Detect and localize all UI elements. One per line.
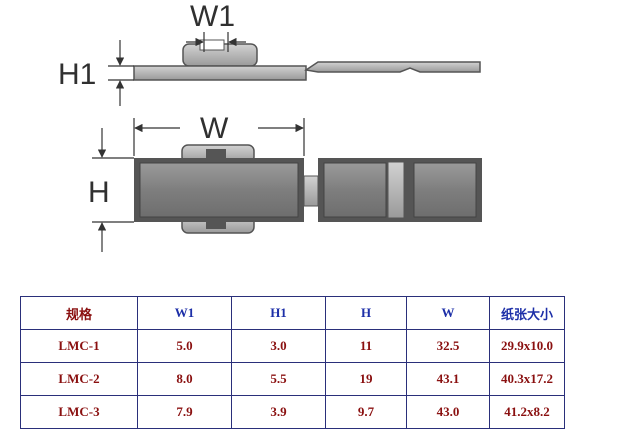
w1-dimension: W1	[186, 0, 246, 52]
w-label: W	[200, 112, 229, 145]
cell-h: 9.7	[325, 395, 407, 429]
cell-w: 32.5	[406, 329, 490, 363]
h-label: H	[88, 176, 110, 209]
table-header-row: 规格 W1 H1 H W 纸张大小	[20, 296, 565, 330]
cell-model: LMC-2	[20, 362, 138, 396]
h1-dimension: H1	[58, 40, 134, 106]
cell-model: LMC-3	[20, 395, 138, 429]
header-w1: W1	[137, 296, 232, 330]
header-h: H	[325, 296, 407, 330]
table-row: LMC-3 7.9 3.9 9.7 43.0 41.2x8.2	[20, 395, 565, 429]
cell-model: LMC-1	[20, 329, 138, 363]
cell-h1: 3.0	[231, 329, 326, 363]
header-h1: H1	[231, 296, 326, 330]
header-w: W	[406, 296, 490, 330]
w1-label: W1	[190, 0, 235, 33]
cell-w1: 5.0	[137, 329, 232, 363]
cell-h: 11	[325, 329, 407, 363]
cell-w: 43.0	[406, 395, 490, 429]
cell-w1: 7.9	[137, 395, 232, 429]
side-view	[133, 39, 481, 81]
dimension-drawing: W1 H1 W	[58, 0, 482, 252]
top-view	[134, 144, 482, 234]
cell-h1: 5.5	[231, 362, 326, 396]
cell-h1: 3.9	[231, 395, 326, 429]
table-row: LMC-1 5.0 3.0 11 32.5 29.9x10.0	[20, 329, 565, 363]
cell-w1: 8.0	[137, 362, 232, 396]
cell-paper-size: 29.9x10.0	[489, 329, 565, 363]
cell-paper-size: 41.2x8.2	[489, 395, 565, 429]
w-dimension: W	[133, 112, 305, 156]
h-dimension: H	[88, 128, 134, 252]
table-row: LMC-2 8.0 5.5 19 43.1 40.3x17.2	[20, 362, 565, 396]
header-paper-size: 纸张大小	[489, 296, 565, 330]
cell-w: 43.1	[406, 362, 490, 396]
header-spec: 规格	[20, 296, 138, 330]
spec-table: 规格 W1 H1 H W 纸张大小 LMC-1 5.0 3.0 11 32.5 …	[20, 296, 565, 429]
cell-paper-size: 40.3x17.2	[489, 362, 565, 396]
h1-label: H1	[58, 58, 96, 91]
cell-h: 19	[325, 362, 407, 396]
